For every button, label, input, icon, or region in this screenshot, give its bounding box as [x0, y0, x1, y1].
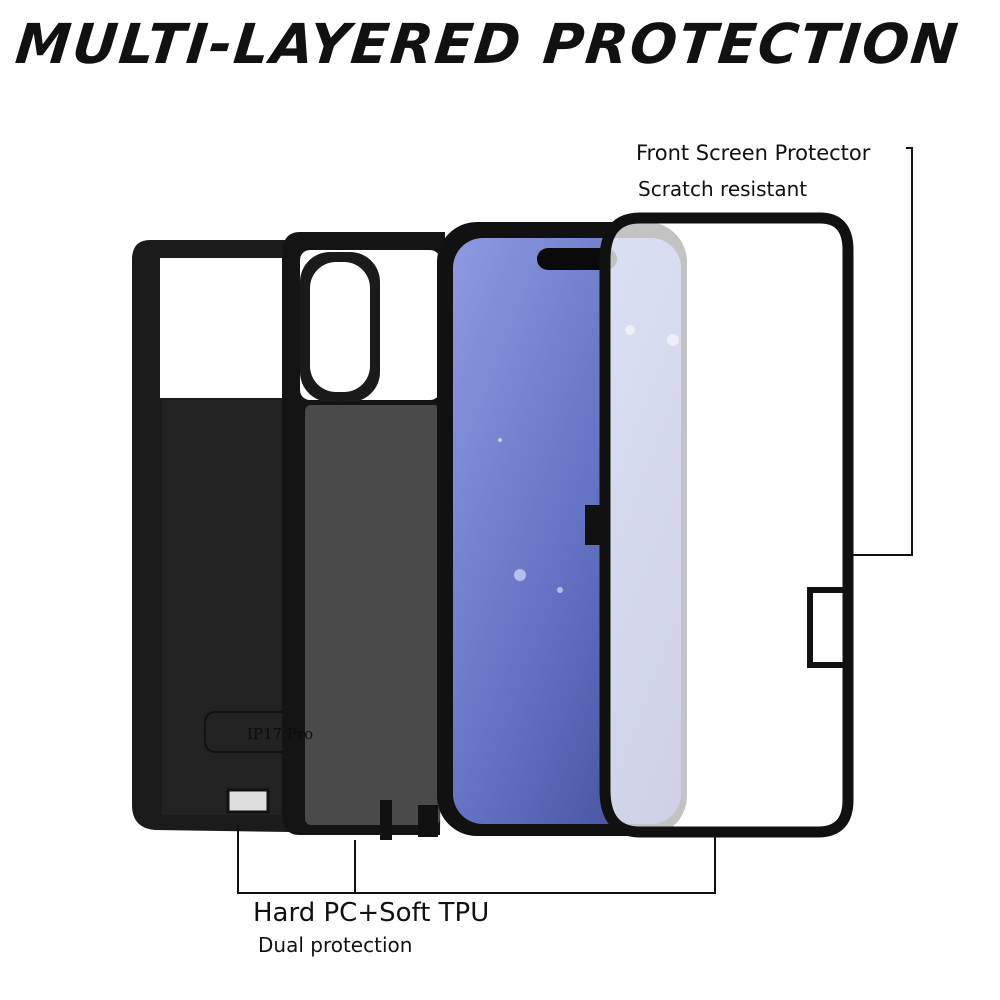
- back-shell: [132, 240, 300, 832]
- back-callout-line: [237, 825, 716, 894]
- back-case-label: Hard PC+Soft TPU: [253, 898, 490, 928]
- case-emboss-text: IP17 Pro: [247, 725, 313, 743]
- front-screen-protector-frame: [585, 212, 854, 838]
- dynamic-island: [537, 248, 617, 270]
- inner-tpu-frame: [282, 232, 445, 840]
- bottom-clip: [226, 788, 270, 814]
- felt-lining: [305, 405, 440, 825]
- front-protector-sublabel: Scratch resistant: [638, 177, 808, 201]
- front-protector-label: Front Screen Protector: [636, 141, 871, 165]
- front-callout-line: [848, 147, 913, 556]
- back-case-sublabel: Dual protection: [258, 933, 413, 957]
